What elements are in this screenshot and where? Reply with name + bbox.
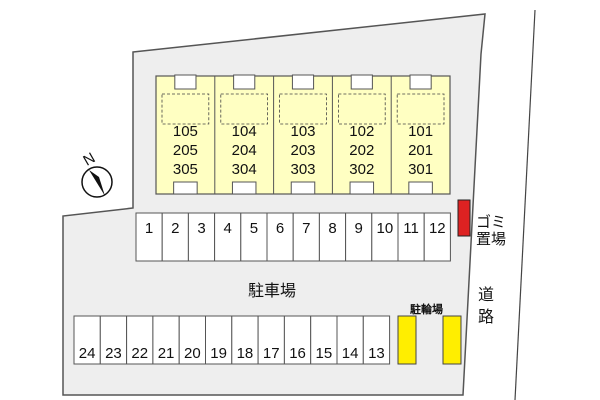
svg-text:ゴミ: ゴミ (476, 213, 506, 231)
garbage-area-label: ゴミ 置場 (476, 213, 506, 248)
svg-text:道: 道 (478, 285, 494, 304)
unit-number: 103 (290, 123, 315, 140)
unit-number: 102 (349, 123, 374, 140)
room-outline (279, 93, 327, 125)
parking-stall (318, 212, 347, 262)
parking-stall-number: 16 (289, 345, 306, 362)
balcony-notch (409, 74, 432, 90)
room-outline (220, 93, 269, 125)
balcony-notch (350, 74, 373, 90)
unit-number: 104 (232, 123, 257, 140)
unit-number: 304 (232, 161, 257, 178)
balcony-notch (291, 74, 315, 90)
room-outline (161, 93, 210, 125)
parking-stall-number: 3 (197, 220, 205, 237)
unit-number: 205 (173, 142, 198, 159)
entrance-box (173, 181, 198, 195)
parking-stall-number: 21 (158, 345, 175, 362)
unit-number: 204 (232, 142, 257, 159)
compass: N (80, 149, 113, 198)
parking-stall (336, 315, 364, 365)
parking-stall-number: 20 (184, 345, 201, 362)
parking-stall-number: 15 (316, 345, 333, 362)
bicycle-rack-right (442, 315, 462, 365)
apartment-building: 105 205 305 104 204 304 103 203 303 102 202 302 101 2… (155, 74, 451, 195)
parking-stall (257, 315, 285, 365)
parking-stall-number: 12 (429, 220, 446, 237)
parking-stall-number: 13 (368, 345, 385, 362)
parking-stall-number: 7 (302, 220, 310, 237)
unit-number: 101 (408, 123, 433, 140)
parking-stall-number: 2 (171, 220, 179, 237)
unit-number: 203 (290, 142, 315, 159)
parking-stall (371, 212, 399, 262)
unit-number: 202 (349, 142, 374, 159)
bicycle-rack-left (397, 315, 417, 365)
parking-stall-number: 11 (403, 220, 419, 237)
room-outline (337, 93, 386, 125)
parking-stall (397, 212, 425, 262)
parking-stall-number: 9 (355, 220, 363, 237)
entrance-box (349, 181, 375, 195)
parking-stall-number: 10 (377, 220, 394, 237)
parking-stall-number: 19 (210, 345, 227, 362)
parking-stall-number: 1 (145, 220, 153, 237)
parking-stall (423, 212, 451, 262)
parking-stall-number: 4 (224, 220, 232, 237)
room-outline (396, 93, 445, 125)
parking-stall-number: 24 (79, 345, 96, 362)
parking-stall-number: 8 (328, 220, 336, 237)
entrance-box (231, 181, 257, 195)
parking-stall (161, 212, 189, 262)
svg-text:置場: 置場 (476, 230, 506, 248)
unit-number: 301 (408, 161, 433, 178)
parking-stall (310, 315, 338, 365)
balcony-notch (174, 74, 197, 90)
unit-number: 303 (290, 161, 315, 178)
parking-stall (187, 212, 216, 262)
unit-number: 302 (349, 161, 374, 178)
parking-stall (99, 315, 128, 365)
parking-stall-number: 5 (250, 220, 258, 237)
unit-number: 105 (173, 123, 198, 140)
parking-stall (231, 315, 259, 365)
parking-stall-number: 23 (105, 345, 122, 362)
parking-row-bottom: 24 23 22 21 20 19 18 17 16 15 14 13 (73, 315, 391, 365)
parking-stall (178, 315, 206, 365)
parking-stall-number: 6 (276, 220, 284, 237)
north-arrow-pointer (89, 170, 105, 196)
parking-stall (362, 315, 391, 365)
parking-stall-number: 22 (131, 345, 148, 362)
garbage-area-marker (457, 199, 471, 237)
road-edge-line (514, 9, 536, 400)
unit-number: 305 (173, 161, 198, 178)
parking-area-label: 駐車場 (248, 281, 296, 300)
parking-stall-number: 18 (237, 345, 254, 362)
bicycle-parking-label: 駐輪場 (410, 302, 443, 316)
entrance-box (290, 181, 316, 195)
parking-stall (205, 315, 233, 365)
parking-stall-number: 17 (263, 345, 280, 362)
parking-stall-number: 14 (342, 345, 359, 362)
unit-number: 201 (408, 142, 433, 159)
parking-stall (283, 315, 312, 365)
parking-stall (73, 315, 101, 365)
entrance-box (408, 181, 433, 195)
road-label: 道 路 (478, 285, 494, 326)
svg-text:路: 路 (478, 307, 494, 326)
parking-stall (266, 212, 294, 262)
parking-stall (152, 315, 180, 365)
balcony-notch (233, 74, 256, 90)
parking-stall (135, 212, 163, 262)
